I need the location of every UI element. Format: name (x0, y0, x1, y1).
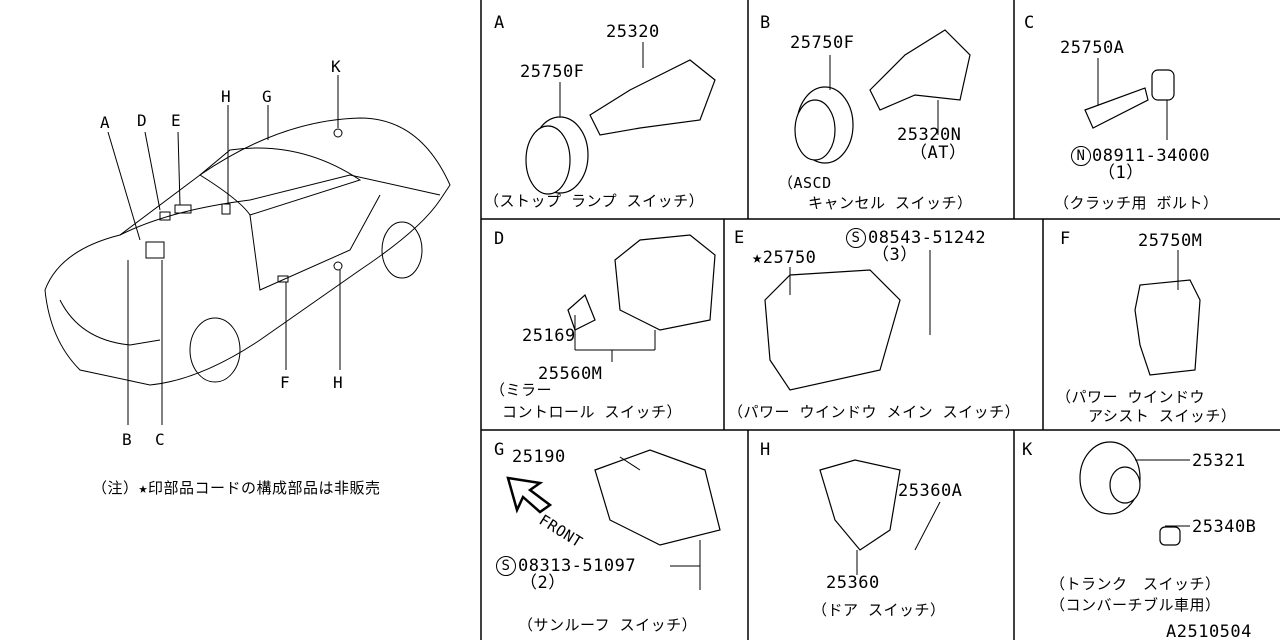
part-qualifier: （AT） (910, 143, 967, 163)
diagram-code: A2510504 (1166, 622, 1252, 642)
callout-a: A (100, 113, 111, 132)
part-number: 25169 (522, 326, 576, 346)
s-symbol-icon: S (846, 228, 866, 248)
part-number: 25560M (538, 364, 603, 384)
part-number: 25190 (512, 447, 566, 467)
part-number: 25320N (897, 125, 962, 145)
part-number: 25750M (1138, 231, 1203, 251)
panel-k-caption-line2: （コンバーチブル車用） (1050, 596, 1221, 614)
part-number: 25320 (606, 22, 660, 42)
panel-h-caption: （ドア スイッチ） (812, 601, 946, 619)
panel-grid (480, 0, 1280, 640)
part-number: 08313-51097 (518, 556, 637, 576)
car-illustration (44, 75, 451, 425)
panel-c-caption: （クラッチ用 ボルト） (1054, 194, 1219, 212)
panel-a-caption: （ストップ ランプ スイッチ） (484, 192, 705, 210)
panel-g-letter: G (494, 440, 505, 460)
n-symbol-icon: N (1071, 146, 1091, 166)
s-symbol-icon: S (496, 556, 516, 576)
leader-lines (559, 42, 1190, 590)
callout-k: K (331, 57, 342, 76)
panel-f-caption-line1: （パワー ウインドウ (1056, 388, 1206, 406)
part-drawings (525, 29, 1201, 551)
panel-k-caption-line1: （トランク スイッチ） (1050, 575, 1221, 593)
panel-e-letter: E (734, 228, 745, 248)
panel-b-caption-line2: キャンセル スイッチ） (808, 194, 973, 212)
panel-d-caption-line2: コントロール スイッチ） (502, 403, 683, 421)
callout-e: E (171, 111, 182, 130)
front-arrow-icon (506, 476, 553, 514)
part-number: 08911-34000 (1092, 146, 1211, 166)
panel-b-letter: B (760, 13, 771, 33)
part-number: 25750A (1060, 38, 1125, 58)
part-number: 25321 (1192, 451, 1246, 471)
part-number: 08543-51242 (868, 228, 987, 248)
non-sale-note: （注）★印部品コードの構成部品は非販売 (92, 479, 381, 497)
part-number: 25750F (790, 33, 855, 53)
part-number: 25360A (898, 481, 963, 501)
panel-d-caption-line1: （ミラー (490, 381, 553, 399)
panel-g-caption: （サンルーフ スイッチ） (518, 616, 698, 634)
part-number: 25360 (826, 573, 880, 593)
callout-f: F (280, 373, 291, 392)
callout-b: B (122, 430, 133, 449)
panel-c-letter: C (1024, 13, 1035, 33)
callout-c: C (155, 430, 166, 449)
part-quantity: （3） (872, 245, 918, 265)
part-quantity: （2） (520, 573, 566, 593)
panel-f-caption-line2: アシスト スイッチ） (1088, 407, 1237, 425)
part-number: 25750F (520, 62, 585, 82)
panel-e-caption: （パワー ウインドウ メイン スイッチ） (728, 403, 1021, 421)
callout-g: G (262, 87, 273, 106)
callout-h-bottom: H (333, 373, 344, 392)
panel-h-letter: H (760, 440, 771, 460)
panel-f-letter: F (1060, 229, 1071, 249)
panel-k-letter: K (1022, 440, 1033, 460)
callout-h-top: H (221, 87, 232, 106)
panel-b-caption-line1: （ASCD (778, 174, 832, 192)
panel-d-letter: D (494, 229, 505, 249)
part-number: 25340B (1192, 517, 1257, 537)
part-quantity: （1） (1098, 163, 1144, 183)
callout-d: D (137, 111, 148, 130)
part-number: ★25750 (752, 248, 817, 268)
panel-a-letter: A (494, 13, 505, 33)
